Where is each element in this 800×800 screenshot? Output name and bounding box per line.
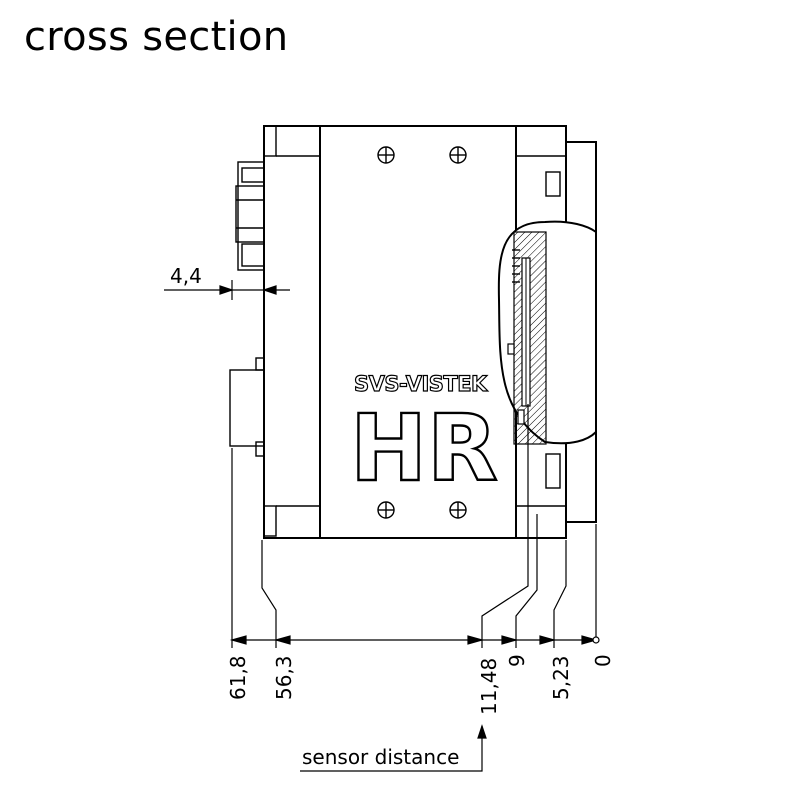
screw-icon	[377, 501, 395, 519]
dimension-label-11-48: 11,48	[477, 658, 501, 715]
sensor-distance-label: sensor distance	[302, 745, 459, 769]
model-logo: HR	[350, 395, 498, 502]
dimension-baseline	[229, 635, 600, 645]
dimension-label-offset: 4,4	[170, 264, 202, 288]
connector-top	[235, 161, 265, 271]
screw-icon	[449, 501, 467, 519]
dimension-offset-top	[164, 280, 290, 300]
dimension-label-9: 9	[505, 654, 529, 667]
screw-icon	[377, 146, 395, 164]
extension-lines	[231, 404, 597, 648]
sensor-distance-leader	[300, 724, 487, 772]
dimension-label-56-3: 56,3	[272, 655, 296, 700]
dimension-label-5-23: 5,23	[549, 655, 573, 700]
connector-bottom	[229, 357, 265, 457]
rear-panel	[263, 125, 321, 539]
page-title: cross section	[24, 14, 289, 60]
screw-icon	[449, 146, 467, 164]
sensor-cutaway	[497, 220, 597, 445]
dimension-label-61-8: 61,8	[226, 655, 250, 700]
brand-logo: SVS-VISTEK	[354, 372, 488, 396]
dimension-label-0: 0	[591, 654, 615, 667]
